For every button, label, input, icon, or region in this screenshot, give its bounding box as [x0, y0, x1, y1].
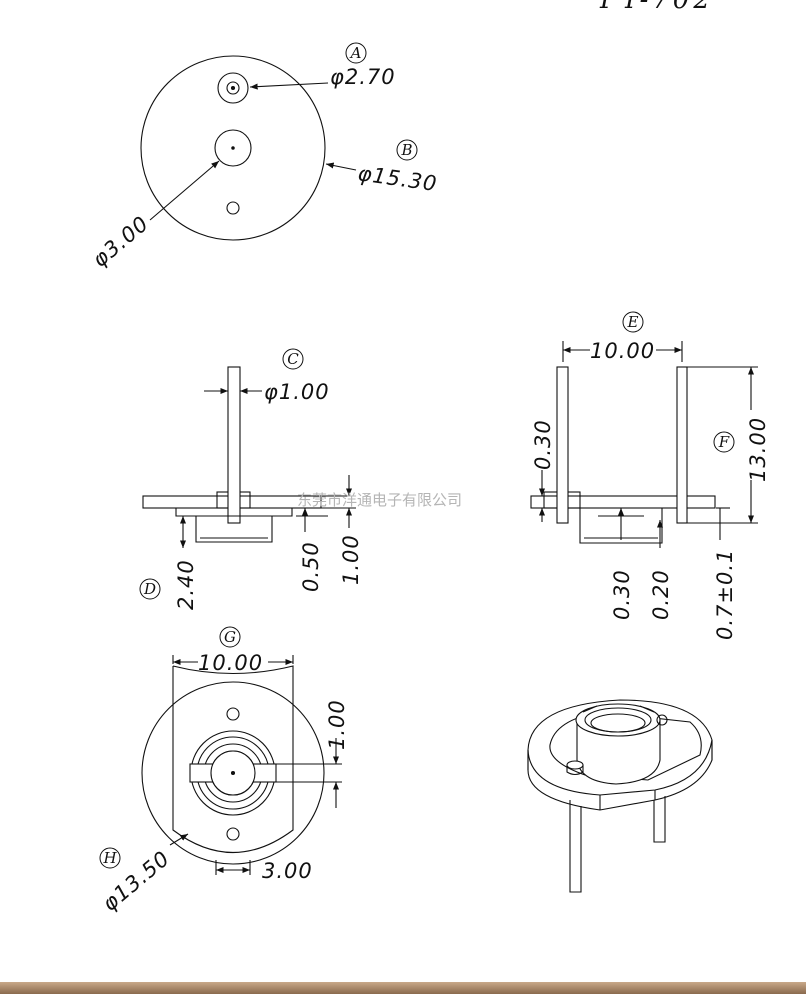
callout-a: A	[349, 44, 362, 62]
dim-bottom-width: 10.00	[198, 651, 263, 675]
part-number: PT-702	[599, 0, 714, 15]
callout-b: B	[400, 141, 412, 159]
side-view-right	[530, 341, 758, 548]
bottom-hole	[226, 201, 240, 215]
top-hole-outer	[217, 72, 249, 104]
dim-base-outer: φ15.30	[356, 161, 439, 196]
base-outline	[140, 55, 326, 241]
dim-side-height: 2.40	[174, 559, 198, 610]
dim-top-hole: φ2.70	[330, 65, 396, 89]
callout-e: E	[627, 313, 639, 331]
bottom-view	[141, 655, 342, 875]
callout-g: G	[224, 628, 236, 646]
center-hole	[214, 129, 252, 167]
side-view-left	[142, 366, 356, 548]
dim-bottom-step: 1.00	[325, 699, 349, 750]
dim-gap-a: 0.30	[610, 569, 634, 620]
dim-offset-tol: 0.7±0.1	[713, 549, 737, 640]
dim-side-step: 0.50	[299, 541, 323, 592]
dim-center-hole: φ3.00	[88, 211, 154, 272]
flat-outline	[172, 665, 294, 854]
callout-f: F	[718, 433, 730, 451]
dim-flange-thick: 0.30	[531, 419, 555, 470]
dim-side-total: 1.00	[339, 534, 363, 585]
isometric-view	[527, 699, 713, 893]
bottom-outline	[141, 681, 325, 865]
dim-gap-b: 0.20	[649, 569, 673, 620]
bottom-bar	[0, 982, 806, 994]
dim-bottom-slot: 3.00	[262, 859, 313, 883]
callout-h: H	[102, 849, 117, 867]
top-hole-inner	[226, 81, 240, 95]
dim-pin-spacing: 10.00	[590, 339, 655, 363]
callout-c: C	[287, 350, 299, 368]
dim-pin-length: 13.00	[746, 417, 770, 482]
dim-pin-dia: φ1.00	[264, 380, 330, 404]
callout-d: D	[143, 580, 156, 598]
watermark: 东莞市洋通电子有限公司	[297, 491, 462, 509]
top-view	[140, 55, 357, 241]
